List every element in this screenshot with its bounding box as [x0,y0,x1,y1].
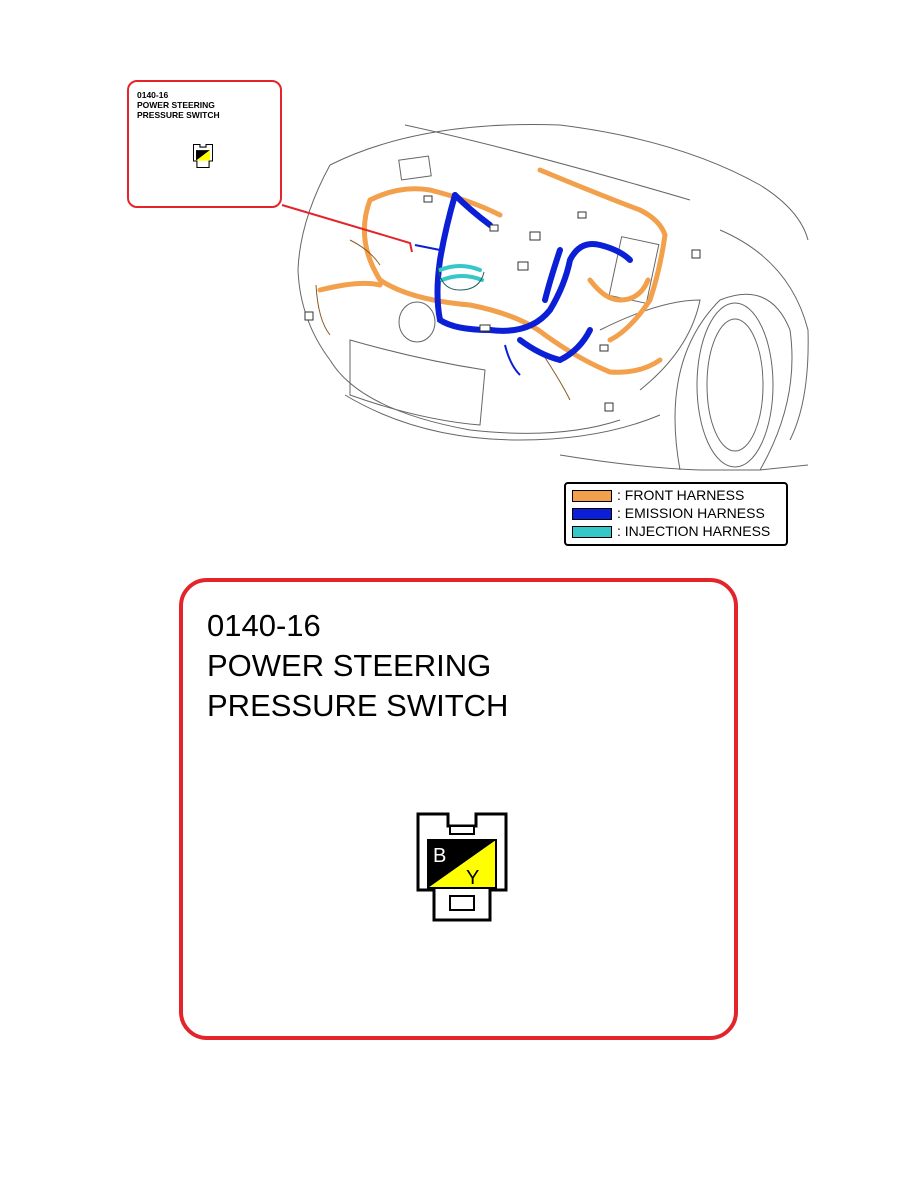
pin-y-label: Y [466,867,480,889]
front-harness-branch [315,284,331,336]
front-wheel [696,302,774,468]
connector-code: 0140-16 [207,608,321,643]
small-callout-text: 0140-16 POWER STEERING PRESSURE SWITCH [137,90,220,120]
headlight-right [599,299,701,391]
legend-swatch-front [572,489,612,502]
legend-label-injection: : INJECTION HARNESS [617,523,771,539]
injection-harness-path [440,274,484,282]
callout-leader-line [281,204,413,253]
small-callout-name-line1: POWER STEERING [137,100,215,110]
legend-item-emission: : EMISSION HARNESS [572,505,765,522]
hood-outline [329,124,809,241]
harness-connector [529,231,541,241]
windshield-line [404,124,691,201]
fender-right [719,229,809,441]
legend-item-injection: : INJECTION HARNESS [572,523,770,540]
engine-bay-illustration [281,124,809,471]
harness-connector [577,211,587,219]
harness-connector [489,224,499,232]
connector-name-line2: PRESSURE SWITCH [207,688,509,723]
front-harness-path [367,186,503,218]
harness-connector [599,344,609,352]
legend-label-front: : FRONT HARNESS [617,487,745,503]
grille-outline [349,339,486,426]
small-callout-code: 0140-16 [137,90,169,100]
legend-swatch-injection [572,525,612,538]
small-connector-callout: 0140-16 POWER STEERING PRESSURE SWITCH [127,80,282,208]
harness-connector [479,324,491,332]
harness-connector [517,261,529,271]
emission-harness-branch [414,244,441,251]
round-badge [398,301,436,343]
front-harness-path [537,167,668,238]
small-connector-icon [193,144,213,168]
harness-legend: : FRONT HARNESS : EMISSION HARNESS : INJ… [564,482,788,546]
connector-face-icon [416,812,508,922]
connector-detail-callout: 0140-16 POWER STEERING PRESSURE SWITCH B… [179,578,738,1040]
emission-harness-path [517,327,593,364]
legend-item-front: : FRONT HARNESS [572,487,744,504]
bumper-lower [344,394,661,441]
injection-harness-path [438,264,482,272]
bumper-line [329,359,621,434]
emission-harness-path [452,192,493,228]
relay-box [398,155,432,181]
emission-harness-path [542,247,563,303]
wheel-arch [674,293,793,471]
front-harness-branch [349,239,381,266]
emission-harness-path [434,192,493,333]
emission-harness-path [487,241,633,334]
fender-left [297,164,331,361]
front-harness-path [361,197,663,375]
small-callout-name-line2: PRESSURE SWITCH [137,110,220,120]
front-harness-path [607,232,668,343]
pin-y-fill [428,840,496,888]
pin-b-label: B [433,845,447,867]
injection-harness-outline [437,265,485,291]
legend-label-emission: : EMISSION HARNESS [617,505,765,521]
connector-name-line1: POWER STEERING [207,648,492,683]
front-harness-path [587,277,651,303]
harness-connector [604,402,614,412]
body-side [559,454,809,471]
legend-swatch-emission [572,507,612,520]
connector-face: B Y [416,812,508,922]
emission-harness-branch [504,344,521,376]
connector-detail-title: 0140-16 POWER STEERING PRESSURE SWITCH [207,606,508,726]
harness-connector [304,311,314,321]
harness-connector [423,195,433,203]
harness-connector [691,249,701,259]
front-wheel-inner [706,318,764,452]
front-harness-path [317,280,383,293]
